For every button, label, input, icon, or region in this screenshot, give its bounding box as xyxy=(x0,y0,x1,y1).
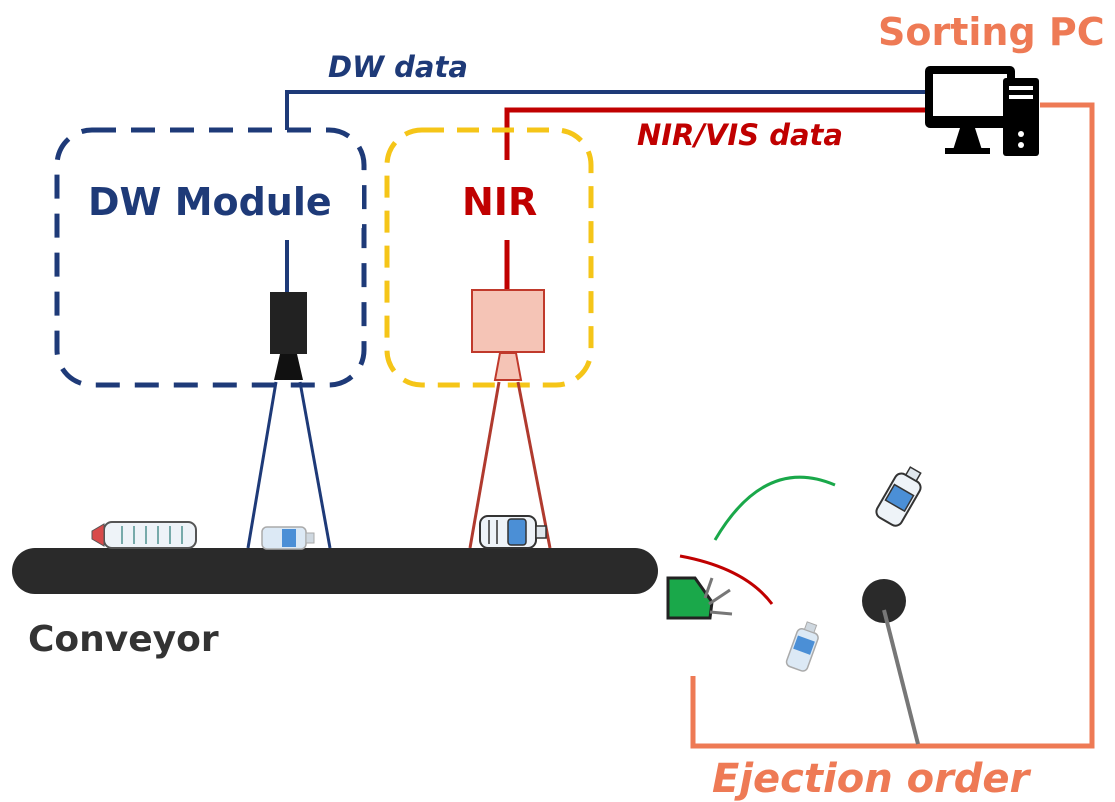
dw-data-label: DW data xyxy=(328,50,468,84)
conveyor-belt xyxy=(12,548,658,594)
air-jet-line xyxy=(709,610,733,616)
ejection-order-line xyxy=(690,102,1095,749)
sorting-pc-label: Sorting PC xyxy=(878,10,1105,54)
ejection-order-label: Ejection order xyxy=(712,756,1032,802)
nir-beam-right xyxy=(516,381,552,549)
air-jet-line xyxy=(708,588,731,606)
dw-beam-right xyxy=(298,381,332,549)
ejected-trajectory-green xyxy=(713,475,836,541)
nir-sensor xyxy=(471,289,545,381)
plastic-bottle-icon xyxy=(479,515,547,549)
dw-camera-sensor xyxy=(270,292,307,380)
desktop-computer-icon xyxy=(925,66,1039,156)
plastic-bottle-icon xyxy=(261,526,315,550)
air-ejector-nozzle xyxy=(666,576,714,620)
plastic-bottle-icon xyxy=(91,521,197,549)
conveyor-label: Conveyor xyxy=(28,619,219,660)
nir-beam-left xyxy=(468,381,501,549)
separator-flap xyxy=(882,609,920,745)
nir-vis-data-line xyxy=(504,107,925,160)
nir-module-box xyxy=(384,127,594,388)
nir-vis-data-label: NIR/VIS data xyxy=(637,118,843,152)
dw-beam-left xyxy=(246,381,278,549)
nir-label: NIR xyxy=(462,180,537,224)
plastic-bottle-icon xyxy=(875,466,922,527)
rejected-trajectory-red xyxy=(679,554,774,605)
dw-module-box xyxy=(54,127,367,388)
plastic-bottle-icon xyxy=(785,621,819,672)
dw-module-label: DW Module xyxy=(88,180,332,224)
air-jet-line xyxy=(703,577,714,599)
dw-data-line xyxy=(285,90,925,130)
separator-pivot xyxy=(862,579,906,623)
